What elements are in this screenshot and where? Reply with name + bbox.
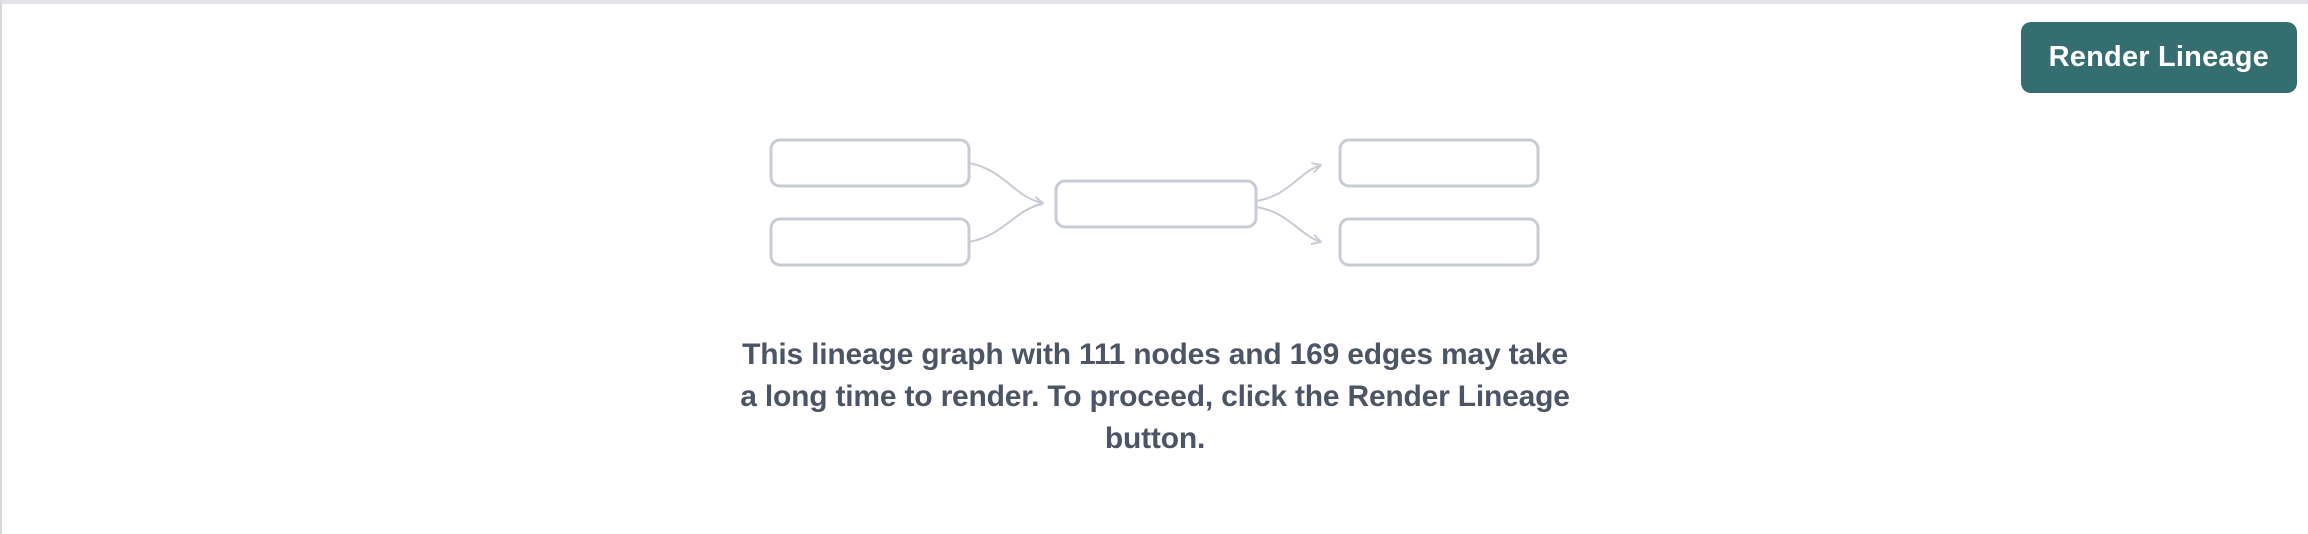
graph-node-box-bottom-right [1338, 217, 1540, 267]
graph-edge-topleft-to-middle [968, 162, 1043, 203]
lineage-graph-illustration [769, 138, 1540, 267]
warning-line-3: button. [1104, 422, 1206, 455]
render-warning-message: This lineage graph with 111 nodes and 16… [740, 334, 1570, 460]
lineage-placeholder-content: This lineage graph with 111 nodes and 16… [2, 4, 2308, 460]
graph-edge-middle-to-bottomright [1255, 206, 1321, 242]
graph-node-box-top-left [769, 138, 971, 188]
graph-edge-middle-to-topright [1255, 165, 1321, 202]
render-lineage-button[interactable]: Render Lineage [2020, 22, 2297, 93]
graph-edge-bottomleft-to-middle [968, 203, 1044, 243]
graph-node-box-bottom-left [769, 217, 971, 267]
warning-line-2: a long time to render. To proceed, click… [740, 380, 1570, 413]
graph-node-box-top-right [1338, 138, 1540, 188]
warning-line-1: This lineage graph with 111 nodes and 16… [742, 338, 1568, 371]
graph-node-box-middle [1054, 179, 1258, 229]
